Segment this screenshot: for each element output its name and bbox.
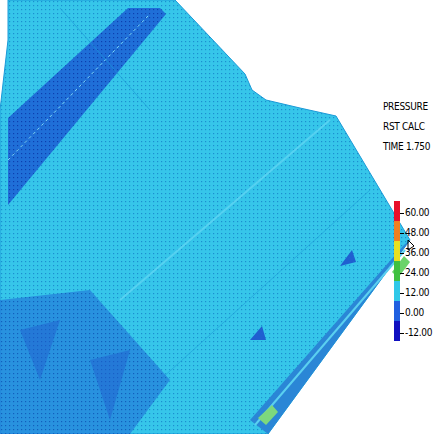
colorbar-value: -12.00 xyxy=(405,327,432,339)
colorbar-segment xyxy=(394,201,400,221)
colorbar-tick xyxy=(400,233,404,234)
plot-label: RST CALC xyxy=(383,121,425,133)
colorbar-value: 12.00 xyxy=(405,287,429,299)
colorbar-value: 0.00 xyxy=(405,307,424,319)
colorbar-segment xyxy=(394,221,400,241)
colorbar-tick xyxy=(400,293,404,294)
plot-label: TIME 1.750 xyxy=(383,141,430,153)
colorbar-segment xyxy=(394,241,400,261)
colorbar-value: 48.00 xyxy=(405,227,429,239)
colorbar-segment xyxy=(394,281,400,301)
plot-title: PRESSURE xyxy=(383,101,428,113)
colorbar-segment xyxy=(394,301,400,321)
colorbar-value: 60.00 xyxy=(405,207,429,219)
colorbar-segment xyxy=(394,261,400,281)
colorbar-value: 36.00 xyxy=(405,247,429,259)
colorbar-segment xyxy=(394,321,400,341)
colorbar-value: 24.00 xyxy=(405,267,429,279)
colorbar-tick xyxy=(400,333,404,334)
colorbar-tick xyxy=(400,273,404,274)
colorbar-tick xyxy=(400,313,404,314)
colorbar-tick xyxy=(400,253,404,254)
colorbar-tick xyxy=(400,213,404,214)
